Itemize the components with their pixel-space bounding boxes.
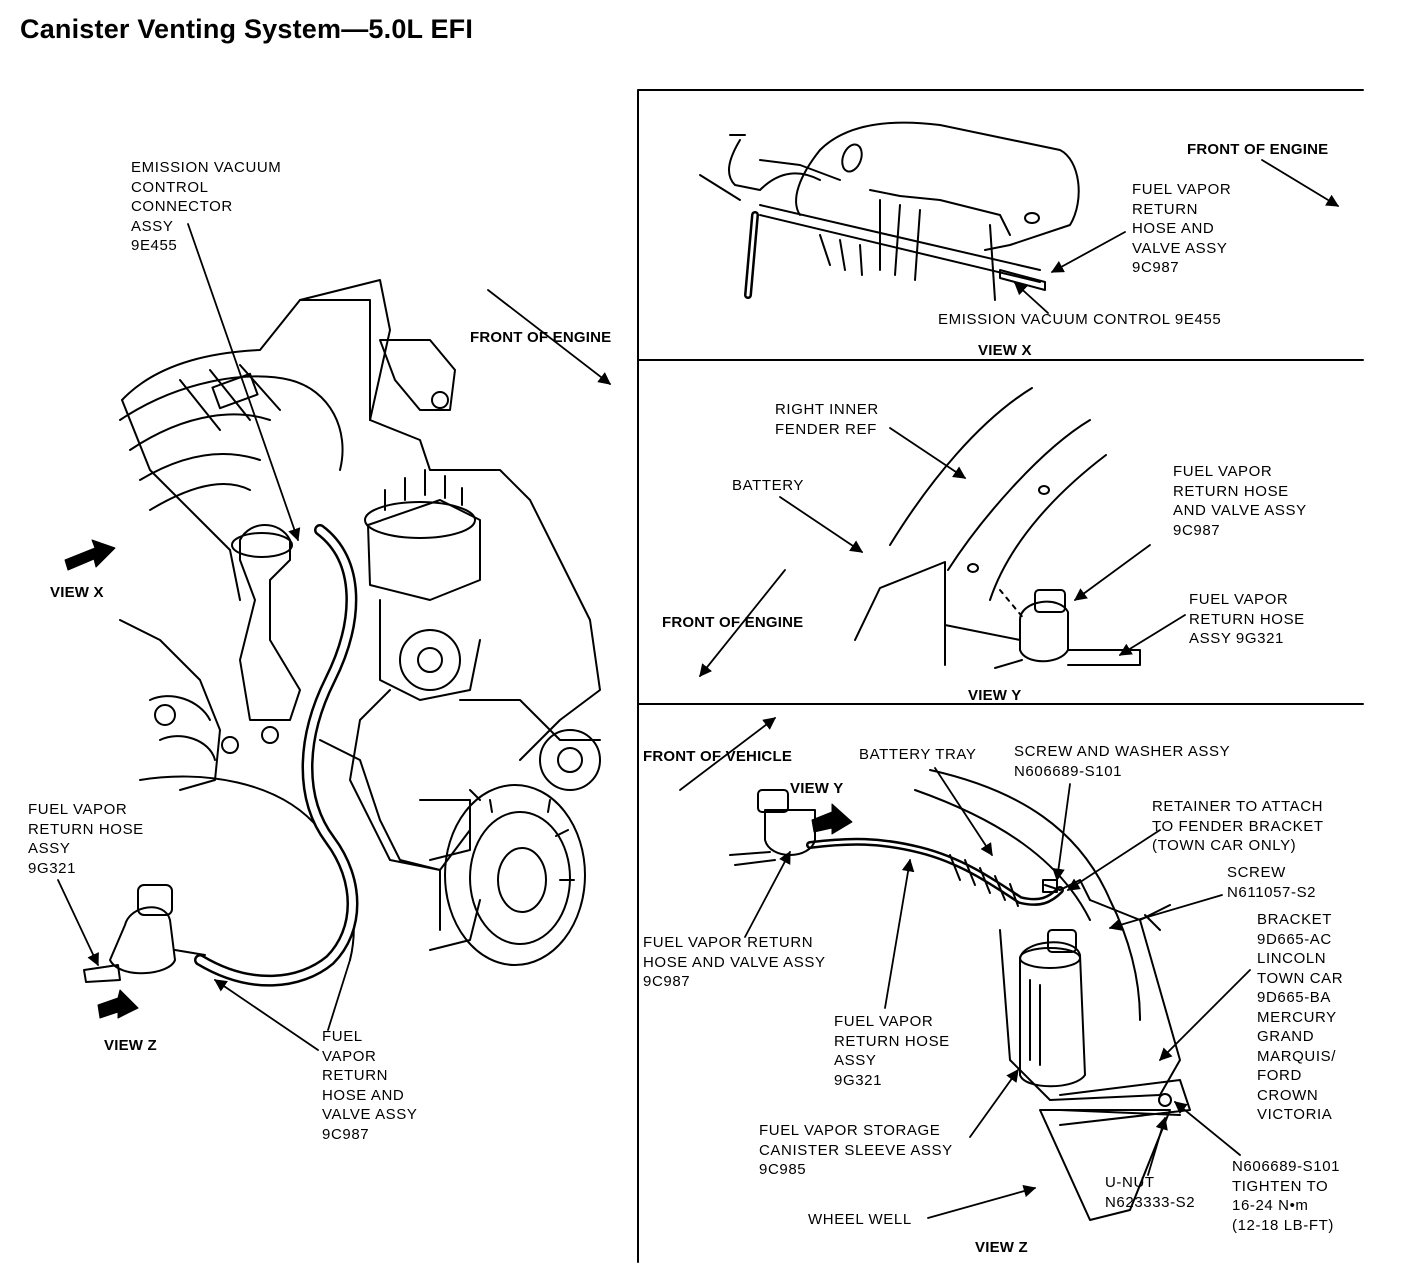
label-bolt: N606689-S101 TIGHTEN TO 16-24 N•m (12-18… [1232,1158,1341,1234]
label-screw: SCREW N611057-S2 [1227,864,1317,901]
page-title: Canister Venting System—5.0L EFI [20,14,474,44]
label-battery-y: BATTERY [732,477,804,494]
label-hose-valve-assy-y: FUEL VAPOR RETURN HOSE AND VALVE ASSY 9C… [1173,463,1307,539]
view-y-illustration [854,387,1141,669]
label-evc-connector: EMISSION VACUUM CONTROL CONNECTOR ASSY 9… [131,159,282,254]
view-x-arrow [64,539,116,571]
label-hose-valve-assy-z: FUEL VAPOR RETURN HOSE AND VALVE ASSY 9C… [643,934,826,990]
label-front-of-engine-main: FRONT OF ENGINE [470,329,612,346]
view-x-illustration [699,121,1080,301]
view-z-leaders [679,717,1251,1219]
label-screw-washer: SCREW AND WASHER ASSY N606689-S101 [1014,743,1231,780]
label-hose-assy-z: FUEL VAPOR RETURN HOSE ASSY 9G321 [834,1013,950,1089]
label-view-y-z: VIEW Y [790,780,844,797]
caption-view-y: VIEW Y [968,687,1022,704]
label-fender-y: RIGHT INNER FENDER REF [775,401,879,438]
view-y-arrow [811,803,853,835]
label-hose-valve-assy-main: FUEL VAPOR RETURN HOSE AND VALVE ASSY 9C… [322,1028,418,1143]
label-view-x-main: VIEW X [50,584,104,601]
label-hose-assy-y: FUEL VAPOR RETURN HOSE ASSY 9G321 [1189,591,1305,647]
label-view-z-main: VIEW Z [104,1037,157,1054]
label-retainer: RETAINER TO ATTACH TO FENDER BRACKET (TO… [1152,798,1324,854]
label-front-of-engine-x: FRONT OF ENGINE [1187,141,1329,158]
caption-view-x: VIEW X [978,342,1032,359]
label-front-of-engine-y: FRONT OF ENGINE [662,614,804,631]
view-z-arrow [97,989,139,1019]
label-bracket: BRACKET 9D665-AC LINCOLN TOWN CAR 9D665-… [1257,911,1344,1123]
label-wheel-well: WHEEL WELL [808,1211,912,1228]
label-hose-assy-main: FUEL VAPOR RETURN HOSE ASSY 9G321 [28,801,144,877]
label-canister: FUEL VAPOR STORAGE CANISTER SLEEVE ASSY … [759,1122,953,1178]
label-battery-tray: BATTERY TRAY [859,746,977,763]
view-x-leaders [1014,159,1340,314]
engine-illustration [83,279,601,987]
main-leaders [57,223,611,1051]
label-evc-x: EMISSION VACUUM CONTROL 9E455 [938,311,1222,328]
view-y-leaders [699,427,1186,677]
label-hose-valve-assy-x: FUEL VAPOR RETURN HOSE AND VALVE ASSY 9C… [1132,181,1232,276]
label-front-of-vehicle: FRONT OF VEHICLE [643,748,793,765]
label-unut: U-NUT N623333-S2 [1105,1174,1196,1211]
panel-frames [637,89,1364,1263]
caption-view-z: VIEW Z [975,1239,1028,1256]
